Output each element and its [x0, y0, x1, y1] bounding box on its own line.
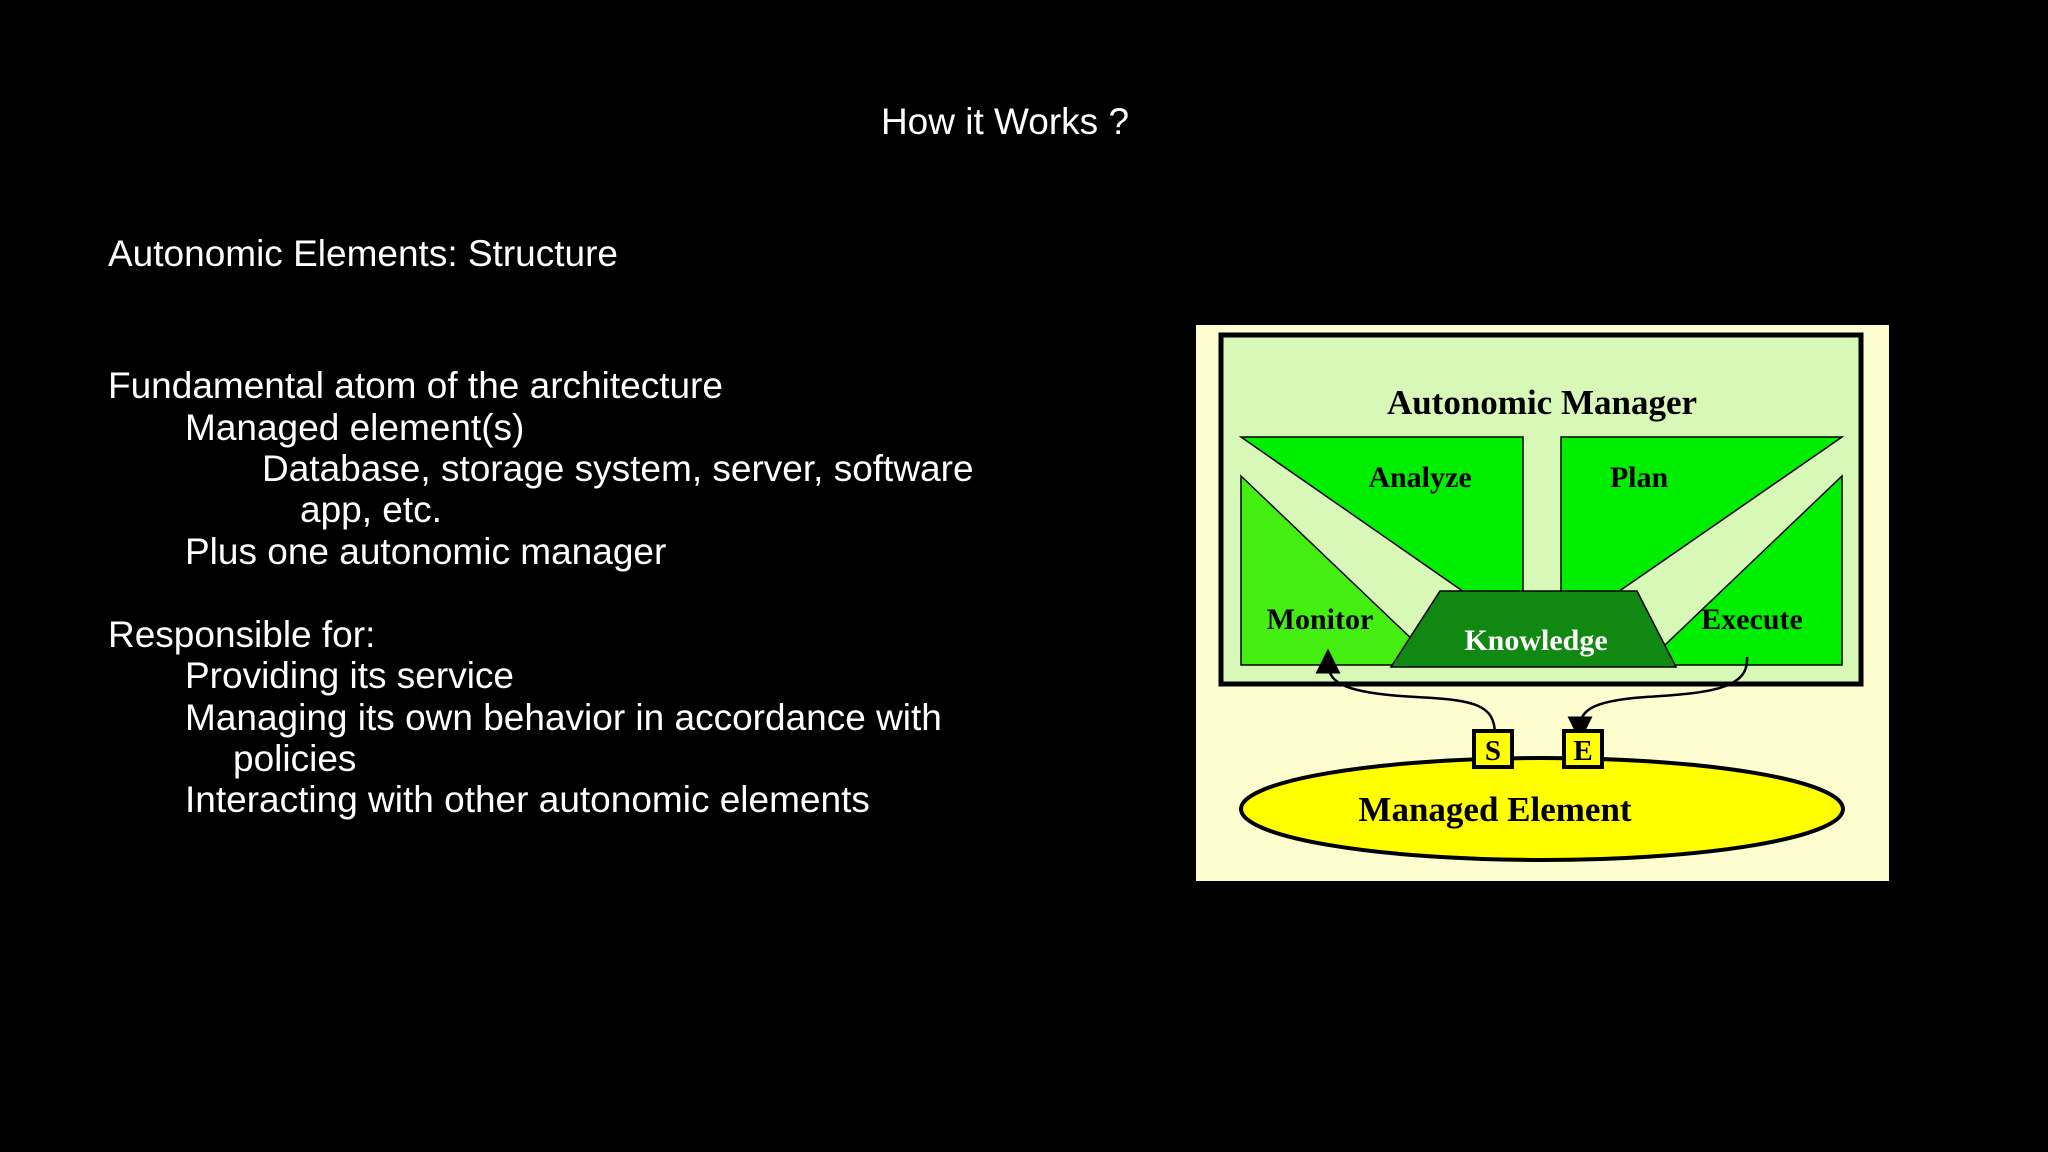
effector-label: E	[1573, 735, 1592, 767]
knowledge-block	[1389, 590, 1678, 668]
slide-subtitle: Autonomic Elements: Structure	[108, 233, 618, 274]
execute-block	[1642, 474, 1843, 666]
bullet-managing-behavior-cont: policies	[233, 738, 357, 779]
plan-label: Plan	[1610, 461, 1669, 494]
sensor-box	[1472, 729, 1514, 769]
bullet-providing-service: Providing its service	[185, 655, 515, 696]
execute-label: Execute	[1701, 603, 1803, 636]
knowledge-label: Knowledge	[1464, 624, 1607, 657]
bullet-fundamental-atom: Fundamental atom of the architecture	[108, 365, 723, 406]
monitor-label: Monitor	[1267, 603, 1374, 636]
bullet-autonomic-manager: Plus one autonomic manager	[185, 531, 667, 572]
managed-element-label: Managed Element	[1358, 790, 1632, 829]
managed-element-ellipse	[1239, 756, 1845, 862]
autonomic-element-diagram: Autonomic Manager Analyze Plan Monitor E…	[1196, 325, 1889, 881]
bullet-responsible-for: Responsible for:	[108, 614, 376, 655]
bullet-managing-behavior: Managing its own behavior in accordance …	[185, 697, 942, 738]
bullet-managed-elements: Managed element(s)	[185, 407, 525, 448]
sensor-label: S	[1485, 735, 1501, 767]
monitor-sensor-arrow	[1315, 648, 1497, 736]
effector-box	[1562, 729, 1604, 769]
slide-title: How it Works ?	[880, 101, 1130, 142]
analyze-label: Analyze	[1368, 461, 1471, 494]
bullet-database-examples-cont: app, etc.	[300, 489, 442, 530]
bullet-database-examples: Database, storage system, server, softwa…	[262, 448, 974, 489]
autonomic-manager-label: Autonomic Manager	[1387, 383, 1697, 422]
execute-effector-arrow	[1567, 656, 1749, 742]
bullet-interacting: Interacting with other autonomic element…	[185, 779, 870, 820]
